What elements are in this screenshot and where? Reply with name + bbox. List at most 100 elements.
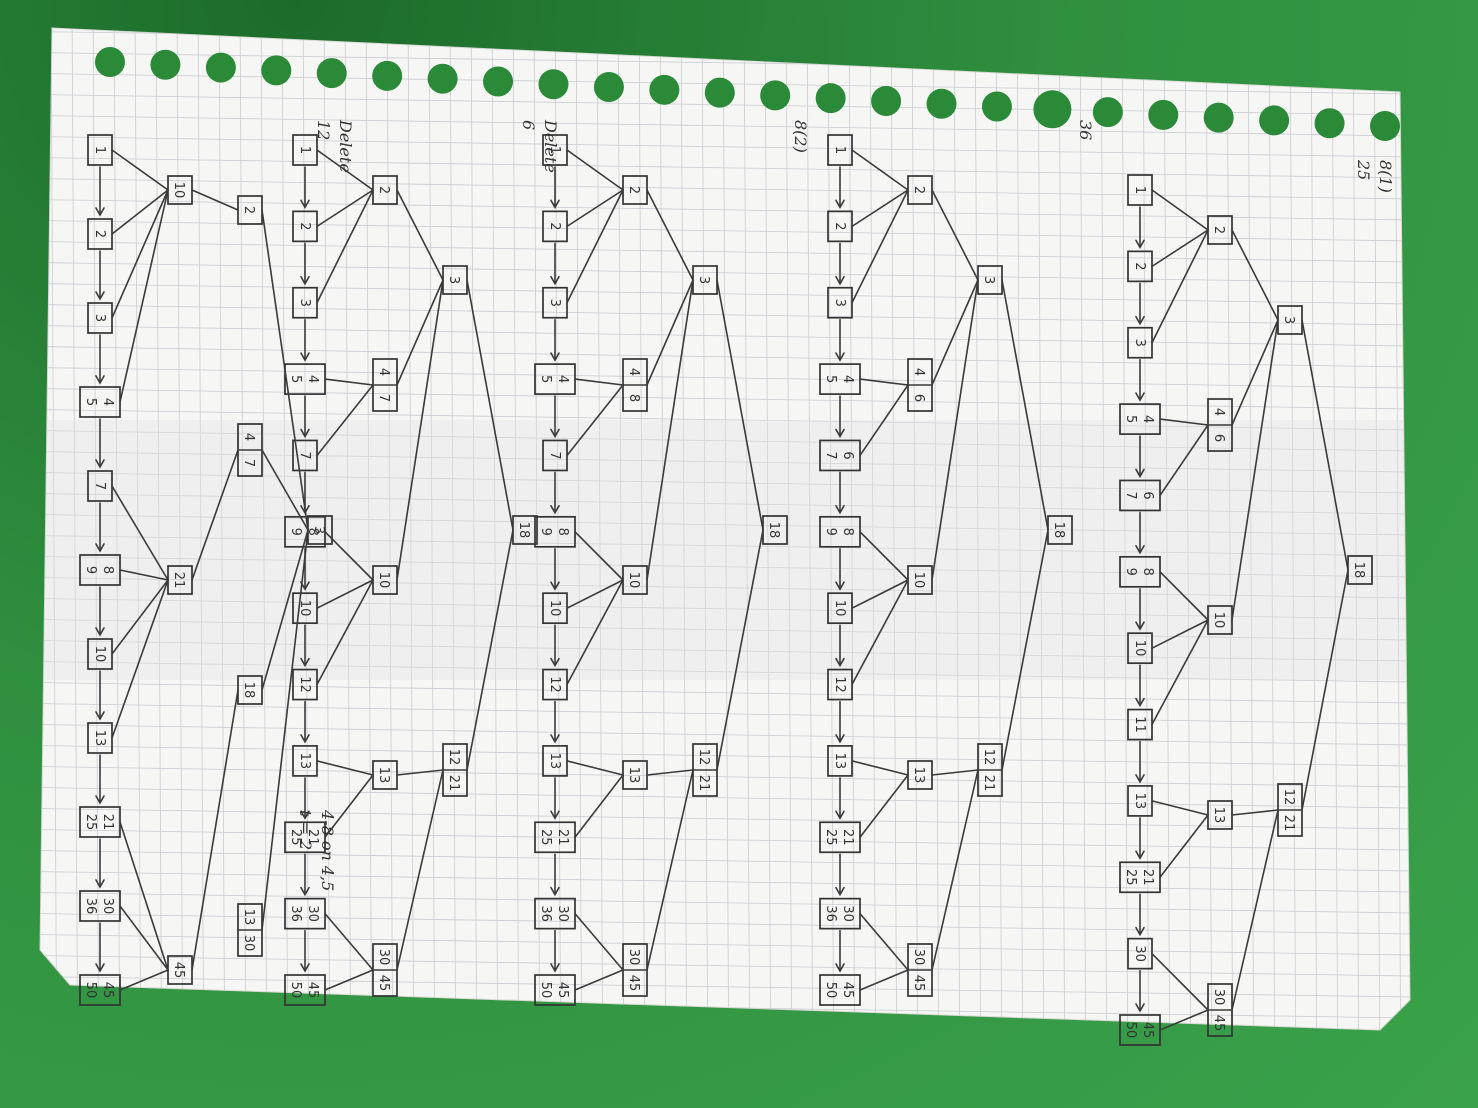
node-key: 8	[840, 528, 855, 536]
tree-edge	[1159, 424, 1209, 497]
tree-edge	[646, 279, 694, 581]
node-key: 1	[92, 146, 107, 154]
node-key: 25	[1123, 869, 1138, 886]
grid-line	[0, 1039, 1478, 1061]
node-key: 18	[516, 522, 531, 539]
node-key: 13	[832, 753, 847, 770]
grid-line	[40, 618, 1410, 642]
node-key: 25	[83, 814, 98, 831]
grid-line	[848, 28, 856, 1030]
binder-holes	[95, 47, 1400, 141]
grid-line	[40, 828, 1410, 852]
node-key: 5	[1123, 415, 1138, 423]
node-key: 30	[1132, 945, 1147, 962]
arrow-head	[300, 810, 310, 820]
grid-line	[1205, 28, 1213, 1030]
node-key: 45	[100, 982, 115, 999]
node-key: 4	[626, 368, 641, 376]
arrow-head	[95, 795, 105, 805]
tree-edge	[716, 279, 764, 531]
tree-edge	[851, 579, 909, 609]
tree-edge	[324, 774, 374, 839]
node-key: 30	[840, 905, 855, 922]
arrow-head	[300, 352, 310, 362]
node-key: 45	[626, 975, 641, 992]
node-key: 12	[446, 749, 461, 766]
node-key: 8	[555, 528, 570, 536]
arrow-head	[1135, 926, 1145, 937]
node-key: 45	[305, 982, 320, 999]
grid-line	[40, 513, 1410, 537]
panel-header: Delete	[541, 119, 560, 173]
tree-edge	[646, 279, 694, 386]
node-key: 11	[1132, 716, 1147, 733]
tree-edge	[574, 531, 624, 581]
node-key: 2	[1132, 262, 1147, 270]
tree-edge	[1231, 319, 1279, 621]
grid-line	[1226, 28, 1234, 1030]
arrow-head	[835, 199, 845, 209]
tree-edge	[1001, 529, 1049, 771]
node-key: 10	[1132, 640, 1147, 657]
tree-edge	[1151, 952, 1209, 1011]
tree-edge	[566, 189, 624, 304]
tree-edge	[316, 579, 374, 686]
node-key: 13	[1132, 793, 1147, 810]
binder-hole	[1092, 97, 1123, 128]
node-key: 50	[538, 982, 553, 999]
binder-hole	[372, 60, 403, 91]
tree-edge	[1151, 229, 1209, 344]
tree-edge	[119, 969, 169, 991]
tree-edge	[119, 821, 169, 971]
b-tree-drawings: 8(1)251831221246101330451234567891011132…	[79, 119, 1395, 1046]
grid-line	[281, 28, 289, 1030]
grid-line	[40, 744, 1410, 768]
arrow-head	[550, 352, 560, 362]
arrow-head	[1135, 1003, 1145, 1013]
tree-edge	[324, 969, 374, 991]
arrow-head	[300, 657, 310, 668]
binder-hole	[593, 72, 624, 103]
tree-edge	[396, 769, 444, 971]
node-key: 13	[626, 767, 641, 784]
arrow-head	[835, 428, 845, 439]
tree-edge	[931, 189, 979, 281]
node-key: 10	[1211, 612, 1226, 629]
node-key: 3	[297, 299, 312, 307]
binder-hole	[1259, 105, 1290, 136]
tree-edge	[396, 769, 444, 776]
node-key: 2	[832, 222, 847, 230]
node-key: 9	[83, 566, 98, 574]
node-key: 7	[547, 451, 562, 459]
tree-edge	[859, 774, 909, 839]
grid-line	[1416, 0, 1422, 1108]
node-key: 10	[376, 572, 391, 589]
grid-line	[92, 28, 100, 1030]
node-key: 10	[171, 182, 186, 199]
tree-edge	[1001, 279, 1049, 531]
grid-line	[386, 28, 394, 1030]
tree-edge	[119, 905, 169, 971]
tree-edge	[111, 189, 169, 319]
arrow-head	[95, 879, 105, 889]
node-key: 21	[100, 814, 115, 831]
tree-edge	[566, 384, 624, 457]
arrow-head	[835, 581, 845, 591]
node-key: 7	[92, 482, 107, 490]
grid-line	[1016, 28, 1024, 1030]
tree-edge	[851, 760, 909, 776]
arrow-head	[1135, 315, 1145, 326]
node-key: 3	[1132, 339, 1147, 347]
tree-edge	[859, 384, 909, 457]
grid-line	[113, 28, 121, 1030]
grid-line	[50, 28, 58, 1030]
tree-edge	[324, 912, 374, 971]
tree-edge	[316, 760, 374, 776]
node-key: 9	[1123, 568, 1138, 576]
arrow-head	[95, 711, 105, 721]
node-key: 4	[305, 375, 320, 383]
tree-edge	[1159, 814, 1209, 879]
